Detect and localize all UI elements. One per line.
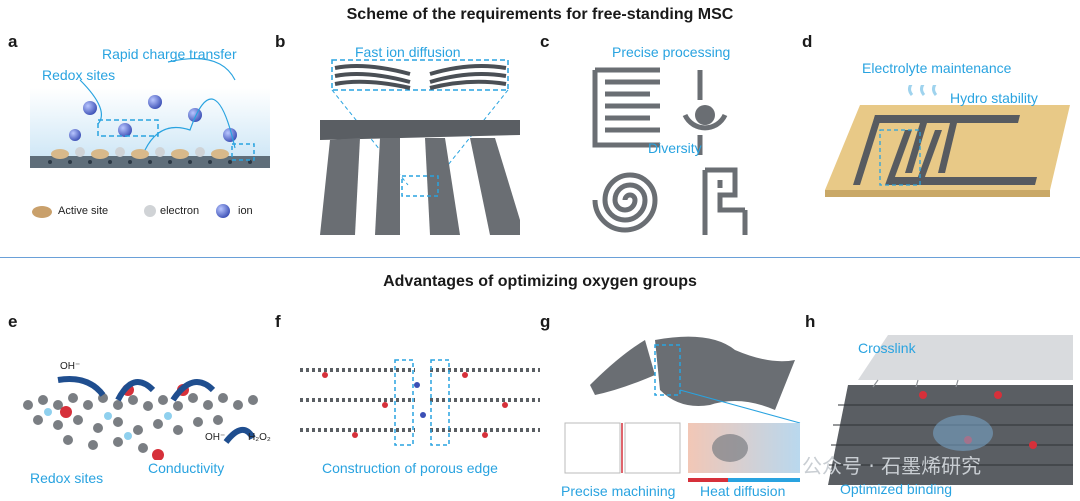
panel-e-chem-h2o2: H₂O₂ (248, 432, 271, 443)
panel-a-letter: a (8, 32, 18, 51)
panel-f-label-porous-edge: Construction of porous edge (322, 460, 498, 476)
watermark: 公众号 · 石墨烯研究 (802, 454, 982, 478)
panel-h-label-optimized-binding: Optimized binding (840, 481, 953, 497)
panel-e-label-conductivity: Conductivity (148, 460, 225, 476)
panel-d-illustration (825, 85, 1070, 197)
panel-e-chem-oh-2: OH⁻ (205, 432, 226, 443)
panel-b-label-ion-diffusion: Fast ion diffusion (355, 44, 461, 60)
bottom-section-title: Advantages of optimizing oxygen groups (383, 273, 697, 290)
panel-e-letter: e (8, 312, 18, 331)
panel-g-label-precise-machining: Precise machining (561, 483, 676, 499)
panel-a-illustration (30, 57, 270, 218)
top-section-title: Scheme of the requirements for free-stan… (346, 6, 734, 23)
panel-c-patterns (592, 67, 748, 235)
panel-f-letter: f (275, 312, 281, 331)
legend-electron: electron (160, 205, 200, 217)
panel-a-label-redox-sites: Redox sites (42, 67, 116, 83)
panel-b-letter: b (275, 32, 286, 51)
section-divider (0, 257, 1080, 258)
panel-g-illustration (564, 336, 801, 482)
panel-h-illustration (828, 335, 1073, 485)
panel-e-label-redox-sites: Redox sites (30, 470, 104, 486)
panel-e-illustration (23, 376, 258, 460)
panel-d-label-electrolyte: Electrolyte maintenance (862, 60, 1012, 76)
panel-d-label-hydro-stability: Hydro stability (950, 90, 1038, 106)
legend-active-site: Active site (58, 205, 109, 217)
panel-c-label-diversity: Diversity (648, 140, 702, 156)
panel-f-illustration (300, 359, 540, 446)
panel-c-letter: c (540, 32, 550, 51)
panel-d-letter: d (802, 32, 813, 51)
panel-h-label-crosslink: Crosslink (858, 340, 916, 356)
panel-g-label-heat-diffusion: Heat diffusion (700, 483, 786, 499)
panel-a-label-charge-transfer: Rapid charge transfer (102, 46, 237, 62)
panel-c-label-precise-processing: Precise processing (612, 44, 731, 60)
panel-g-letter: g (540, 312, 551, 331)
legend-ion: ion (238, 205, 253, 217)
panel-e-chem-oh-1: OH⁻ (60, 361, 81, 372)
panel-b-illustration (320, 59, 520, 235)
panel-h-letter: h (805, 312, 816, 331)
